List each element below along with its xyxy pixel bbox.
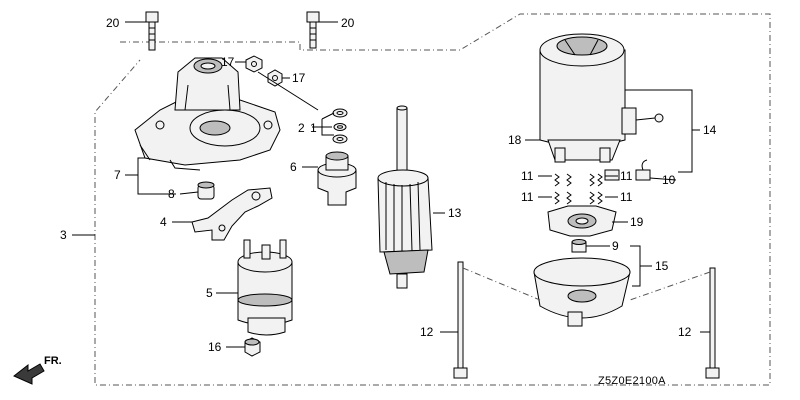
diagram-code: Z5Z0E2100A <box>598 375 666 387</box>
callout-7: 7 <box>114 168 121 182</box>
callout-11: 11 <box>620 169 633 183</box>
bolt-20-left <box>145 11 159 51</box>
assembly-boundary <box>94 13 771 386</box>
callout-10: 10 <box>662 173 676 187</box>
callout-5: 5 <box>206 286 213 300</box>
brush-10-a <box>604 169 620 181</box>
front-direction-label: FR. <box>44 355 62 367</box>
armature <box>377 105 433 289</box>
bolt-guide-left <box>462 267 541 301</box>
brush-10-b <box>635 159 651 181</box>
bolt-20-right <box>306 11 320 49</box>
bolt-guide-right <box>629 271 711 301</box>
callout-11: 11 <box>521 190 534 204</box>
callout-1: 1 <box>310 121 317 135</box>
callout-6: 6 <box>290 160 297 174</box>
front-direction-arrow: FR. <box>13 355 62 385</box>
front-housing <box>134 57 281 171</box>
nut-16 <box>244 337 261 357</box>
callout-15: 15 <box>655 259 669 273</box>
nut-17-b <box>267 69 283 87</box>
callout-13: 13 <box>448 206 462 220</box>
callout-12: 12 <box>420 325 434 339</box>
rear-cover <box>533 257 631 327</box>
callout-11: 11 <box>521 169 534 183</box>
washers <box>332 108 348 144</box>
solenoid <box>237 239 293 336</box>
shift-lever <box>191 187 273 241</box>
callout-3: 3 <box>60 228 67 242</box>
callout-4: 4 <box>160 215 167 229</box>
callout-20: 20 <box>106 16 120 30</box>
through-bolt-12-right <box>705 267 720 379</box>
through-bolt-12-left <box>453 261 468 379</box>
callout-20: 20 <box>341 16 355 30</box>
callout-11: 11 <box>620 190 633 204</box>
callout-19: 19 <box>630 215 644 229</box>
callout-14: 14 <box>703 123 717 137</box>
callout-16: 16 <box>208 340 222 354</box>
brush-springs <box>554 173 603 205</box>
leader-lines <box>72 21 710 348</box>
callout-18: 18 <box>508 133 522 147</box>
callout-17: 17 <box>292 71 306 85</box>
callout-12: 12 <box>678 325 692 339</box>
callout-9: 9 <box>612 239 619 253</box>
pinion-gear <box>317 151 357 206</box>
callout-2: 2 <box>298 121 305 135</box>
cap-8 <box>197 181 215 200</box>
yoke-assembly <box>539 33 664 163</box>
nut-17-a <box>245 55 263 73</box>
callout-labels: 20 20 17 17 2 1 6 7 8 4 3 5 16 13 18 14 … <box>60 16 717 387</box>
brush-holder-plate <box>547 205 617 237</box>
callout-8: 8 <box>168 187 175 201</box>
bushing-9 <box>571 239 587 253</box>
callout-17: 17 <box>221 55 235 69</box>
